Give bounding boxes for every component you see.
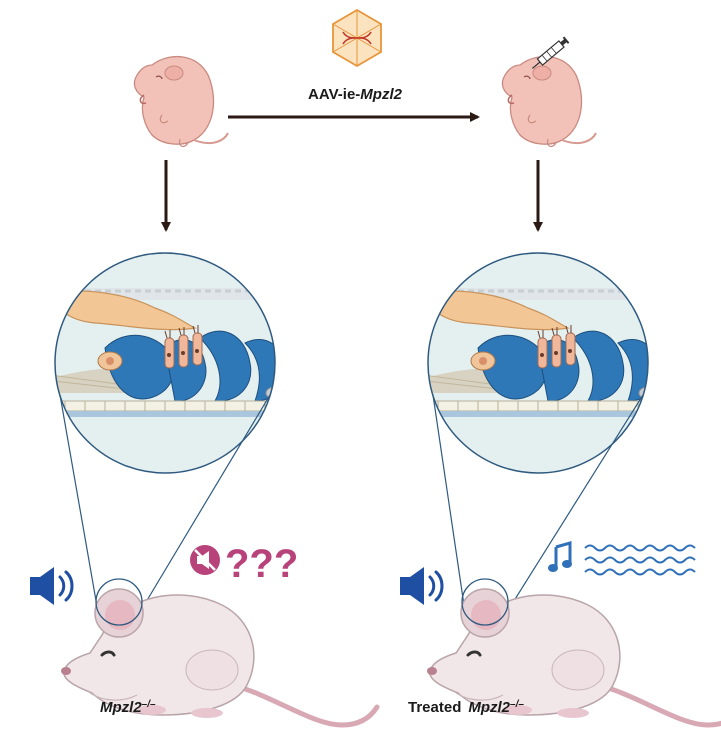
syringe-icon [531,36,570,69]
vector-label: AAV-ie-Mpzl2 [308,86,403,103]
sound-wave-icon [584,544,696,576]
aav-capsid-icon [332,8,382,68]
speaker-icon [398,565,444,607]
mouse-right [427,578,721,725]
muted-speaker-icon [190,545,220,575]
cochlea-zoom-left [54,252,276,613]
cochlea-zoom-right [427,252,649,613]
music-note-icon [548,541,572,572]
mouse-left [61,578,377,725]
pup-left [133,55,229,148]
pup-right [501,55,597,148]
confusion-marks: ??? [225,542,298,586]
left-mouse-label: Mpzl2–/– [100,699,156,717]
speaker-icon [28,565,74,607]
